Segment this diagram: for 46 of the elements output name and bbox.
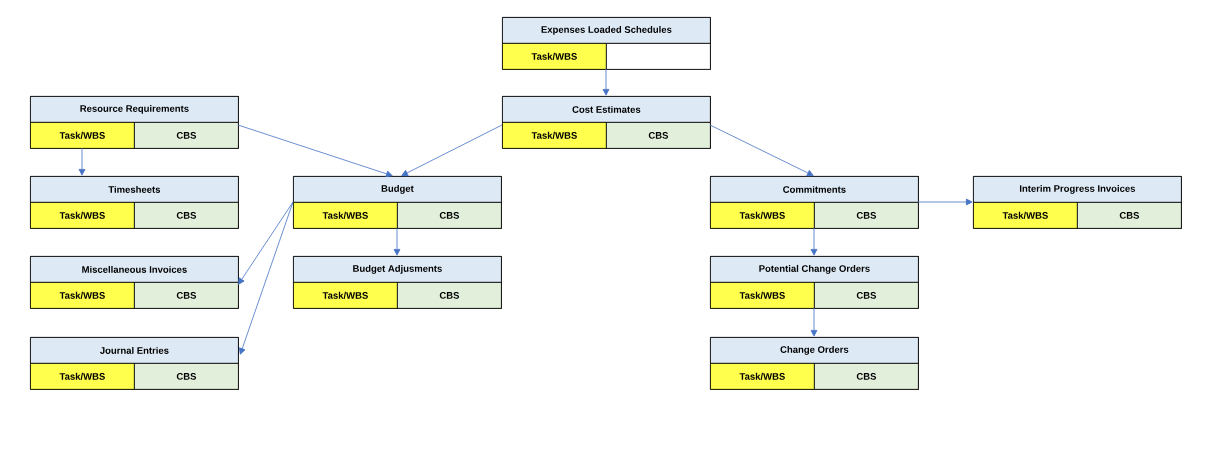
header-cell: Cost Estimates	[502, 96, 711, 123]
table-cell: CBS	[134, 122, 239, 149]
arrow	[810, 307, 818, 337]
table-cell: Task/WBS	[502, 122, 607, 149]
arrow	[401, 124, 503, 177]
table-cell: Task/WBS	[30, 122, 135, 149]
header-cell: Potential Change Orders	[710, 256, 919, 283]
header-cell: Miscellaneous Invoices	[30, 256, 239, 283]
table-cell: CBS	[814, 202, 919, 229]
header-cell: Resource Requirements	[30, 96, 239, 123]
arrow	[917, 198, 973, 206]
table-cell: Task/WBS	[293, 202, 398, 229]
table-cell: Task/WBS	[502, 43, 607, 70]
arrow	[602, 68, 610, 96]
header-cell: Commitments	[710, 176, 919, 203]
arrow	[810, 227, 818, 256]
table-cell: CBS	[606, 122, 711, 149]
header-cell: Journal Entries	[30, 337, 239, 364]
table-cell: CBS	[814, 282, 919, 309]
table-cell: CBS	[814, 363, 919, 390]
table-cell: CBS	[134, 282, 239, 309]
table-cell: Task/WBS	[973, 202, 1078, 229]
arrow	[78, 147, 86, 176]
table-cell: Task/WBS	[710, 363, 815, 390]
arrow	[393, 227, 401, 256]
arrow	[237, 124, 393, 178]
arrow	[239, 201, 294, 355]
arrow	[238, 201, 294, 285]
header-cell: Expenses Loaded Schedules	[502, 17, 711, 44]
header-cell: Budget Adjusments	[293, 256, 502, 283]
header-cell: Interim Progress Invoices	[973, 176, 1182, 203]
table-cell: Task/WBS	[30, 202, 135, 229]
header-cell: Timesheets	[30, 176, 239, 203]
header-cell: Budget	[293, 176, 502, 203]
table-cell: CBS	[1077, 202, 1182, 229]
arrow	[709, 124, 814, 177]
table-cell: CBS	[397, 202, 502, 229]
table-cell: Task/WBS	[710, 282, 815, 309]
table-cell: Task/WBS	[710, 202, 815, 229]
table-cell: CBS	[134, 363, 239, 390]
table-cell: CBS	[397, 282, 502, 309]
table-cell: Task/WBS	[293, 282, 398, 309]
header-cell: Change Orders	[710, 337, 919, 364]
table-cell: CBS	[134, 202, 239, 229]
table-cell: Task/WBS	[30, 282, 135, 309]
table-cell: Task/WBS	[30, 363, 135, 390]
